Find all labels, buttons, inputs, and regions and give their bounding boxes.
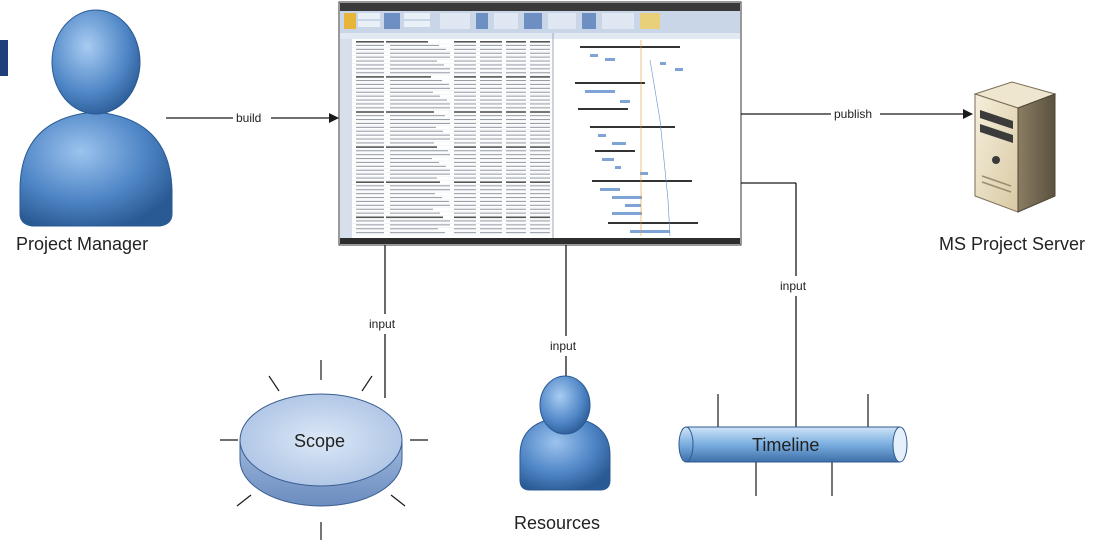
person-icon <box>519 375 611 491</box>
scope-spikes <box>220 360 428 540</box>
edge-build[interactable]: build <box>166 111 339 125</box>
project-plan-node[interactable] <box>338 1 742 246</box>
resources-label: Resources <box>514 513 600 533</box>
ms-project-server-node[interactable]: MS Project Server <box>939 81 1085 254</box>
scope-node[interactable]: Scope <box>220 360 428 540</box>
scope-label: Scope <box>294 431 345 451</box>
left-edge-mark <box>0 40 8 76</box>
edge-build-label: build <box>236 111 261 125</box>
person-icon <box>19 9 173 227</box>
gantt-bars <box>575 40 698 237</box>
pipe-icon <box>678 426 908 463</box>
resources-node[interactable]: Resources <box>514 375 611 533</box>
edge-input-scope-label: input <box>369 317 396 331</box>
server-tower-icon <box>973 81 1057 213</box>
project-manager-label: Project Manager <box>16 234 148 254</box>
edge-input-scope[interactable]: input <box>369 245 396 398</box>
edge-input-timeline[interactable]: input <box>741 182 807 427</box>
project-manager-node[interactable]: Project Manager <box>16 9 173 254</box>
timeline-node[interactable]: Timeline <box>678 394 908 496</box>
gantt-screenshot-icon <box>338 1 742 246</box>
ms-project-server-label: MS Project Server <box>939 234 1085 254</box>
timeline-ticks <box>717 394 869 496</box>
cylinder-icon <box>239 393 403 507</box>
timeline-label: Timeline <box>752 435 819 455</box>
gantt-table-rows <box>352 41 553 236</box>
edge-input-timeline-label: input <box>780 279 807 293</box>
edge-publish-label: publish <box>834 107 872 121</box>
edge-input-resources-label: input <box>550 339 577 353</box>
edge-input-resources[interactable]: input <box>550 245 577 378</box>
edge-publish[interactable]: publish <box>741 107 973 121</box>
